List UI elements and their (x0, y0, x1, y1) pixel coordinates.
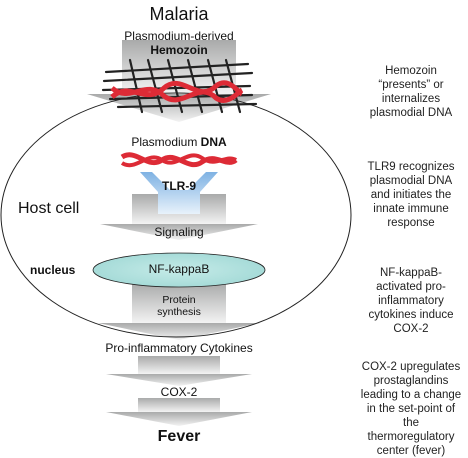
note-tlr9: TLR9 recognizes plasmodial DNA and initi… (358, 160, 464, 230)
note-line: activated pro- (376, 281, 446, 294)
note-line: leading to a change (360, 389, 462, 402)
note-line: center (fever) (376, 445, 446, 458)
note-line: internalizes (381, 93, 441, 106)
hemozoin-label-line1: Plasmodium-derived (124, 29, 234, 43)
cox2-label: COX-2 (160, 385, 198, 399)
note-line: COX-2 (393, 323, 429, 336)
note-line: innate immune (373, 203, 449, 216)
note-line: and initiates the (370, 189, 452, 202)
note-line: inflammatory (378, 295, 444, 308)
tlr9-receptor-icon (140, 172, 218, 214)
note-line: NF-kappaB- (380, 267, 442, 279)
fever-label: Fever (157, 428, 201, 445)
note-hemozoin: Hemozoin “presents” or internalizes plas… (358, 64, 464, 120)
note-line: Hemozoin (385, 65, 437, 77)
note-line: plasmodial DNA (369, 175, 453, 188)
arrow-fever (106, 398, 252, 426)
note-line: cytokines induce (368, 309, 454, 322)
plasmodium-dna-label-bold: DNA (200, 135, 227, 149)
note-line: in the set-point of (366, 403, 456, 416)
note-line: plasmodial DNA (369, 107, 453, 120)
hemozoin-label: Plasmodium-derived Hemozoin (109, 29, 249, 58)
hemozoin-crystal-icon (101, 58, 258, 114)
note-line: “presents” or (378, 79, 444, 92)
note-line: response (387, 217, 435, 230)
note-line: TLR9 recognizes (367, 161, 455, 173)
plasmodium-dna-label: Plasmodium DNA (99, 135, 259, 150)
nucleus-label: nucleus (30, 263, 76, 277)
hemozoin-dna-helix-icon (110, 80, 244, 103)
note-cox2: COX-2 upregulates prostaglandins leading… (358, 360, 464, 458)
note-line: the thermoregulatory (367, 417, 455, 444)
plasmodium-dna-label-prefix: Plasmodium (131, 135, 201, 149)
protein-synthesis-line1: Protein (162, 294, 196, 306)
signaling-label: Signaling (154, 225, 204, 239)
hemozoin-label-line2: Hemozoin (150, 42, 208, 57)
arrow-protein-synthesis (98, 283, 260, 340)
tlr9-label: TLR-9 (162, 179, 196, 193)
diagram-title: Malaria (149, 4, 209, 24)
arrow-cox2 (106, 356, 252, 386)
nfkb-label: NF-kappaB (148, 262, 210, 276)
plasmodium-dna-helix-icon (120, 152, 238, 168)
nfkb-complex (92, 252, 266, 288)
note-line: prostaglandins (373, 375, 449, 388)
note-line: COX-2 upregulates (361, 361, 461, 373)
protein-synthesis-line2: synthesis (157, 306, 201, 319)
note-nfkb: NF-kappaB- activated pro- inflammatory c… (358, 266, 464, 336)
cytokines-label: Pro-inflammatory Cytokines (105, 341, 253, 355)
protein-synthesis-label: Protein synthesis (139, 294, 219, 318)
host-cell-label: Host cell (18, 200, 80, 217)
